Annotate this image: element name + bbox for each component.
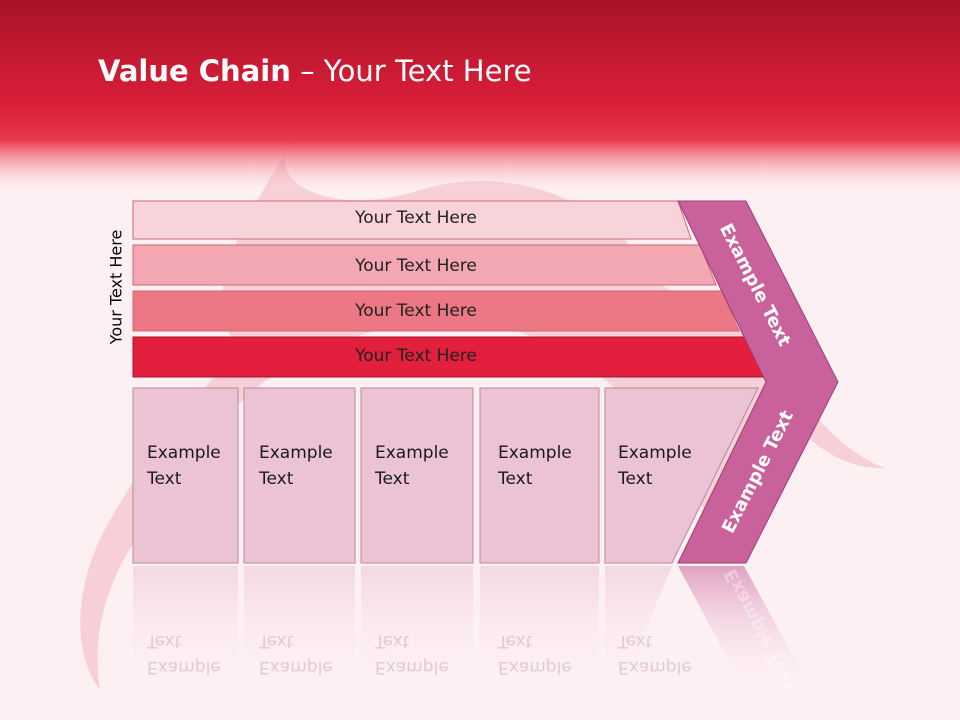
box-4-line2: Text	[498, 469, 533, 489]
box-5-line2: Text	[618, 469, 653, 489]
band-2	[132, 244, 717, 286]
band-1-label: Your Text Here	[355, 208, 477, 228]
band-1	[132, 200, 692, 240]
box-1-reflection: Example Text	[147, 628, 221, 680]
box-4-label: Example Text	[498, 440, 572, 492]
box-1-line2: Text	[147, 469, 182, 489]
box-3-reflection: Example Text	[375, 628, 449, 680]
band-3-label: Your Text Here	[355, 301, 477, 321]
box-3-reflection-line2: Text	[375, 631, 410, 651]
box-1-reflection-line2: Text	[147, 631, 182, 651]
page-title: Value Chain – Your Text Here	[98, 54, 532, 88]
box-2-label: Example Text	[259, 440, 333, 492]
box-2-line1: Example	[259, 443, 333, 463]
box-2-line2: Text	[259, 469, 294, 489]
box-3-label: Example Text	[375, 440, 449, 492]
chevron-arrow	[677, 200, 839, 564]
box-5-label: Example Text	[618, 440, 692, 492]
band-3	[132, 290, 740, 332]
box-4	[479, 387, 600, 564]
box-1	[132, 387, 239, 564]
box-4-reflection: Example Text	[498, 628, 572, 680]
box-4-reflection-line1: Example	[498, 657, 572, 677]
box-1-reflection-line1: Example	[147, 657, 221, 677]
box-2	[243, 387, 356, 564]
box-4-reflection-line2: Text	[498, 631, 533, 651]
band-2-label: Your Text Here	[355, 256, 477, 276]
box-3	[360, 387, 474, 564]
title-bold: Value Chain	[98, 54, 291, 88]
box-2-reflection: Example Text	[259, 628, 333, 680]
box-3-line1: Example	[375, 443, 449, 463]
box-3-reflection-line1: Example	[375, 657, 449, 677]
box-2-reflection-line2: Text	[259, 631, 294, 651]
box-3-line2: Text	[375, 469, 410, 489]
box-1-line1: Example	[147, 443, 221, 463]
box-5-reflection: Example Text	[618, 628, 692, 680]
box-5-reflection-line2: Text	[618, 631, 653, 651]
box-5-reflection-line1: Example	[618, 657, 692, 677]
band-4-label: Your Text Here	[355, 346, 477, 366]
box-5-line1: Example	[618, 443, 692, 463]
box-5	[604, 387, 759, 564]
title-rest: – Your Text Here	[290, 54, 532, 88]
box-2-reflection-line1: Example	[259, 657, 333, 677]
box-1-label: Example Text	[147, 440, 221, 492]
box-4-line1: Example	[498, 443, 572, 463]
